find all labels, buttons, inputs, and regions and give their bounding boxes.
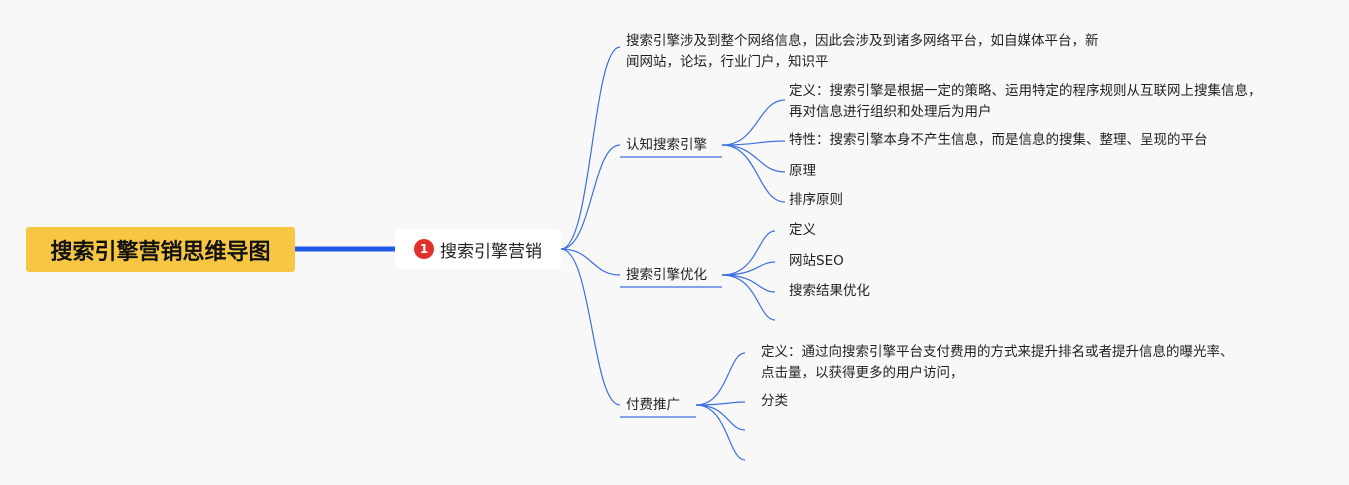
link-main-paid — [560, 248, 621, 406]
cognition-definition[interactable]: 定义：搜索引擎是根据一定的策略、运用特定的程序规则从互联网上搜集信息， 再对信息… — [789, 81, 1262, 123]
paid-category[interactable]: 分类 — [761, 391, 788, 412]
link-cognition-principle — [721, 144, 786, 173]
branch-info[interactable]: 搜索引擎涉及到整个网络信息，因此会涉及到诸多网络平台，如自媒体平台，新 闻网站，… — [626, 31, 1099, 73]
branch-info-line1: 搜索引擎涉及到整个网络信息，因此会涉及到诸多网络平台，如自媒体平台，新 — [626, 33, 1099, 49]
link-optimization-site — [721, 261, 776, 276]
paid-category-text: 分类 — [761, 393, 788, 409]
link-paid-empty-2 — [695, 404, 746, 461]
cognition-feature-text: 特性：搜索引擎本身不产生信息，而是信息的搜集、整理、呈现的平台 — [789, 132, 1208, 148]
priority-badge: 1 — [414, 239, 434, 259]
link-paid-definition — [695, 352, 746, 406]
link-main-optimization — [560, 248, 621, 276]
link-cognition-definition — [721, 99, 786, 146]
cognition-feature[interactable]: 特性：搜索引擎本身不产生信息，而是信息的搜集、整理、呈现的平台 — [789, 130, 1208, 151]
branch-optimization[interactable]: 搜索引擎优化 — [626, 265, 707, 286]
main-topic-label: 搜索引擎营销 — [440, 241, 542, 262]
cognition-ranking[interactable]: 排序原则 — [789, 190, 843, 211]
link-cognition-feature — [721, 140, 786, 146]
branch-cognition[interactable]: 认知搜索引擎 — [626, 135, 707, 156]
link-optimization-results — [721, 274, 776, 293]
cognition-principle-text: 原理 — [789, 163, 816, 179]
root-title: 搜索引擎营销思维导图 — [50, 239, 271, 265]
cognition-ranking-text: 排序原则 — [789, 192, 843, 208]
optimization-site[interactable]: 网站SEO — [789, 251, 844, 272]
branch-info-line2: 闻网站，论坛，行业门户，知识平 — [626, 54, 829, 70]
paid-definition-line1: 定义：通过向搜索引擎平台支付费用的方式来提升排名或者提升信息的曝光率、 — [761, 344, 1234, 360]
branch-cognition-label: 认知搜索引擎 — [626, 137, 707, 153]
link-paid-empty-1 — [695, 404, 746, 431]
paid-definition-line2: 点击量，以获得更多的用户访问， — [761, 365, 964, 381]
optimization-site-text: 网站SEO — [789, 253, 844, 269]
paid-definition[interactable]: 定义：通过向搜索引擎平台支付费用的方式来提升排名或者提升信息的曝光率、 点击量，… — [761, 342, 1234, 384]
cognition-definition-line1: 定义：搜索引擎是根据一定的策略、运用特定的程序规则从互联网上搜集信息， — [789, 83, 1262, 99]
cognition-definition-line2: 再对信息进行组织和处理后为用户 — [789, 104, 992, 120]
main-topic[interactable]: 1 搜索引擎营销 — [395, 229, 561, 269]
link-main-info — [560, 46, 621, 250]
link-optimization-definition — [721, 230, 776, 276]
optimization-definition-text: 定义 — [789, 222, 816, 238]
branch-paid-label: 付费推广 — [626, 397, 680, 413]
link-optimization-empty — [721, 274, 776, 321]
branch-paid[interactable]: 付费推广 — [626, 395, 680, 416]
branch-optimization-label: 搜索引擎优化 — [626, 267, 707, 283]
link-cognition-ranking — [721, 144, 786, 203]
optimization-results[interactable]: 搜索结果优化 — [789, 281, 870, 302]
link-main-cognition — [560, 144, 621, 250]
optimization-results-text: 搜索结果优化 — [789, 283, 870, 299]
root-topic[interactable]: 搜索引擎营销思维导图 — [26, 227, 295, 272]
optimization-definition[interactable]: 定义 — [789, 220, 816, 241]
cognition-principle[interactable]: 原理 — [789, 161, 816, 182]
